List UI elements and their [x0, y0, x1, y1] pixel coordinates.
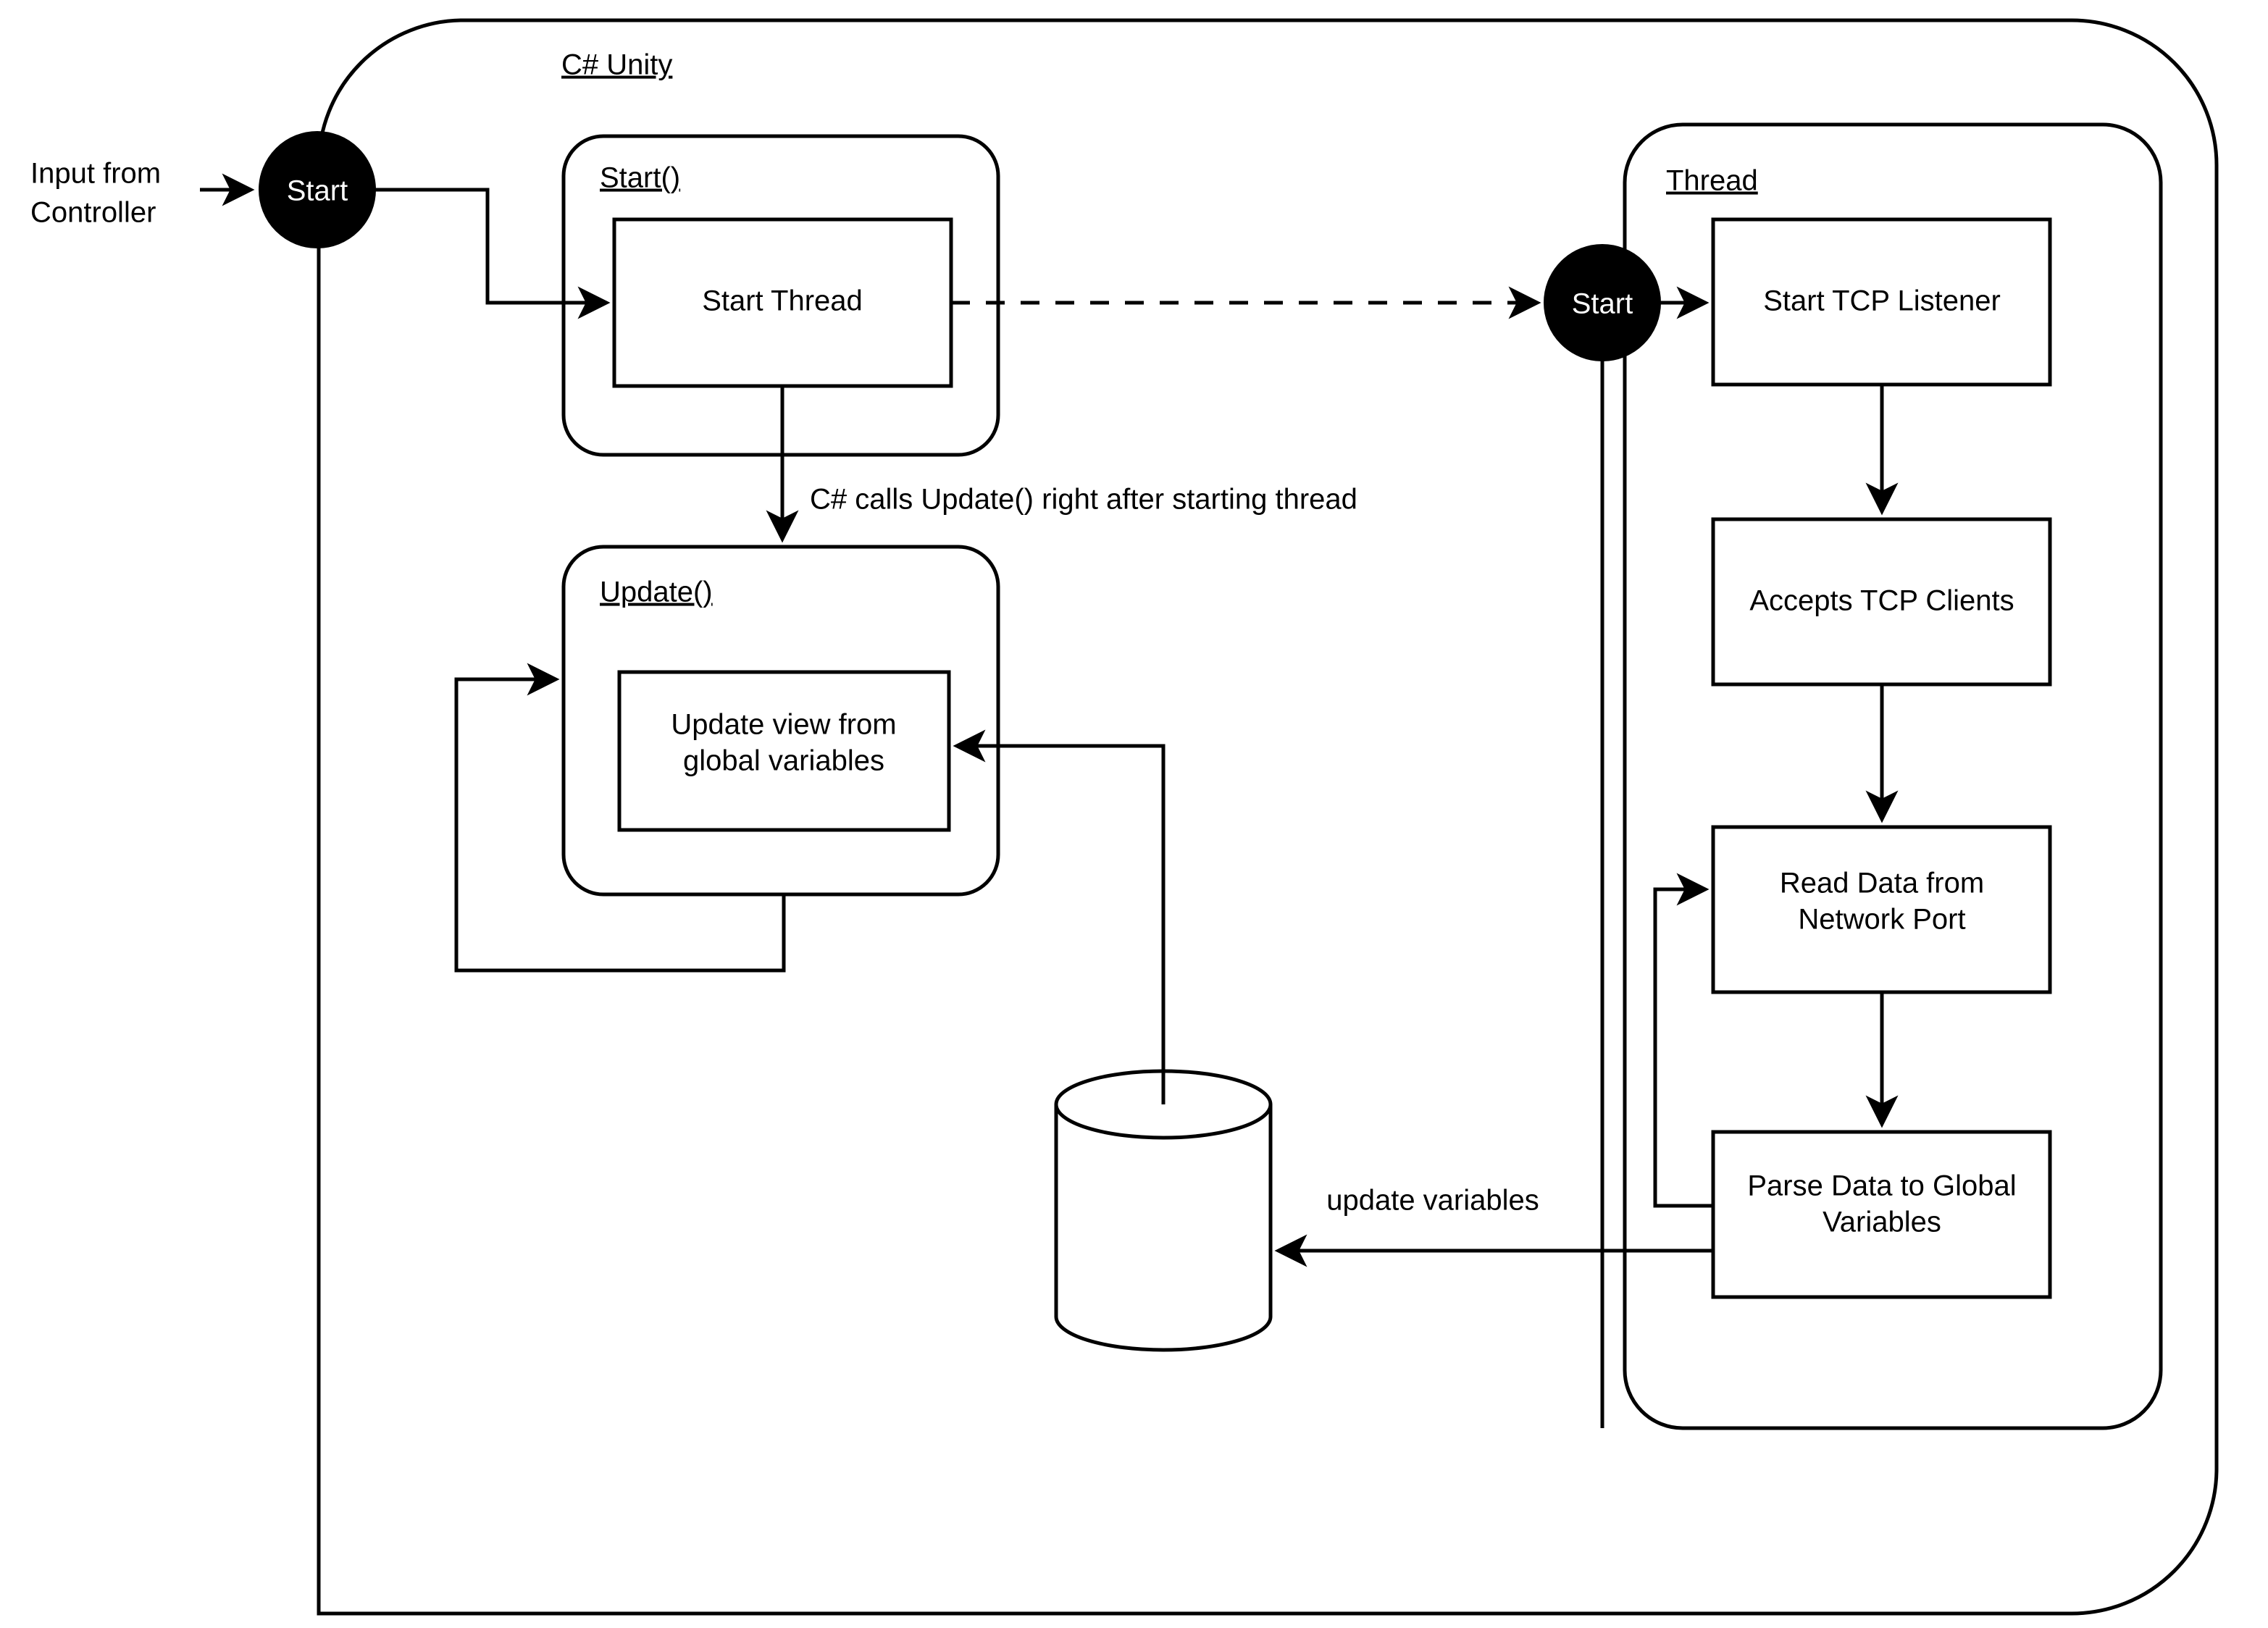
swimlane-label-update-method: Update(): [600, 576, 713, 608]
label-update-variables: update variables: [1326, 1185, 1539, 1217]
node-label-parse-data-line2: Variables: [1823, 1207, 1941, 1238]
datastore-global-variables[interactable]: [1054, 1069, 1273, 1352]
node-label-read-data-line1: Read Data from: [1780, 868, 1984, 899]
edge-datastore-to-updateview: [953, 729, 1166, 1104]
node-label-start-tcp-listener: Start TCP Listener: [1763, 285, 2001, 317]
label-input-from-controller-line1: Input from: [30, 158, 161, 190]
node-label-update-view-line2: global variables: [683, 745, 884, 777]
swimlane-thread: [1623, 122, 2163, 1430]
start-thread-label: Start: [1572, 288, 1633, 320]
datastore-top-ellipse: [1054, 1104, 1273, 1140]
node-label-update-view-line1: Update view from: [671, 709, 896, 741]
node-start-tcp-listener[interactable]: [1711, 217, 2052, 387]
edge-update-self-loop: [454, 663, 786, 973]
swimlane-update-method: [561, 545, 1000, 897]
node-label-start-thread-box: Start Thread: [702, 285, 863, 317]
swimlane-label-thread: Thread: [1666, 165, 1758, 197]
node-start-thread-circle[interactable]: Start: [1544, 244, 1661, 361]
swimlane-label-csharp-unity: C# Unity: [561, 49, 672, 81]
node-parse-data[interactable]: [1711, 1130, 2052, 1299]
label-input-from-controller-line2: Controller: [30, 197, 156, 229]
label-update-note: C# calls Update() right after starting t…: [810, 484, 1357, 516]
node-read-data[interactable]: [1711, 825, 2052, 994]
node-label-parse-data-line1: Parse Data to Global: [1747, 1170, 2016, 1202]
swimlane-csharp-unity: [317, 18, 2219, 1616]
start-main-label: Start: [287, 175, 348, 207]
node-start-main[interactable]: Start: [259, 131, 376, 248]
swimlane-label-start-method: Start(): [600, 162, 680, 194]
edge-parsedata-loop-to-readdata: [1653, 873, 1713, 1208]
node-label-read-data-line2: Network Port: [1798, 904, 1965, 936]
node-update-view-box[interactable]: [617, 670, 951, 832]
node-start-thread-box[interactable]: [612, 217, 953, 388]
datastore-body: [1054, 1069, 1273, 1352]
node-accepts-tcp-clients[interactable]: [1711, 517, 2052, 687]
node-label-accepts-tcp-clients: Accepts TCP Clients: [1749, 585, 2014, 617]
edge-start-to-start-thread: [375, 188, 611, 319]
